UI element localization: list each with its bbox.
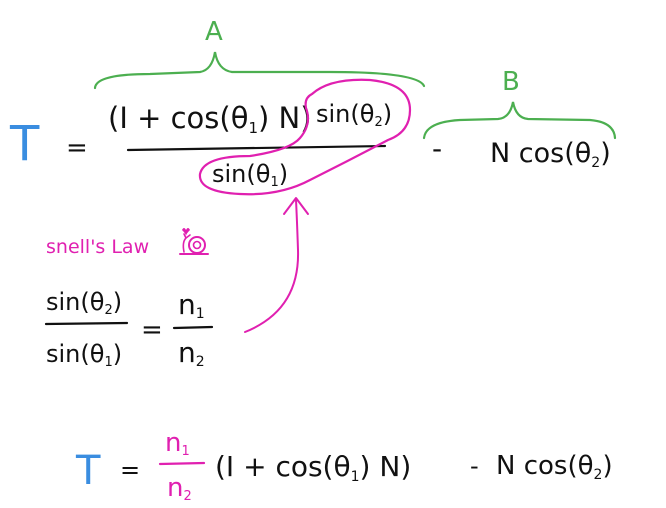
top-fraction-line — [126, 144, 387, 152]
numerator-sin-theta2: sin(θ2) — [316, 100, 392, 130]
top-equation: T = A (I + cos(θ1) N) sin(θ2) sin(θ1) - … — [9, 17, 617, 196]
snell-equals: = — [141, 315, 163, 345]
bottom-frac-denominator: n2 — [167, 473, 192, 504]
snell-law-label: snell's Law — [46, 236, 149, 258]
snail-icon — [179, 228, 209, 255]
brace-a-label: A — [205, 17, 223, 47]
snell-rhs-numerator: n1 — [178, 288, 205, 322]
bottom-n-cos-theta2: N cos(θ2) — [496, 451, 613, 483]
bottom-minus: - — [470, 452, 479, 480]
top-minus: - — [432, 132, 442, 165]
snell-law-block: snell's Law sin(θ2) sin(θ1) = n1 n2 — [44, 228, 214, 370]
term-b-n-cos-theta2: N cos(θ2) — [490, 138, 611, 171]
snell-lhs-numerator: sin(θ2) — [46, 288, 122, 318]
top-equals: = — [66, 133, 88, 163]
denominator-sin-theta1: sin(θ1) — [212, 160, 288, 190]
snell-lhs-fraction-line — [44, 321, 129, 326]
bottom-paren-term: (I + cos(θ1) N) — [215, 450, 411, 485]
brace-a — [93, 51, 426, 90]
bottom-fraction-line — [158, 461, 206, 466]
snell-rhs-denominator: n2 — [178, 336, 205, 370]
brace-b — [422, 101, 617, 140]
cancel-loop-highlight — [198, 78, 412, 196]
bottom-frac-numerator: n1 — [165, 428, 190, 459]
bottom-lhs-t: T — [75, 448, 101, 494]
top-lhs-t: T — [9, 116, 40, 172]
brace-b-label: B — [502, 67, 520, 97]
numerator-part-a: (I + cos(θ1) N) — [108, 101, 312, 137]
snell-lhs-denominator: sin(θ1) — [46, 340, 122, 370]
snell-rhs-fraction-line — [172, 325, 214, 330]
snell-arrow — [244, 197, 309, 333]
bottom-equals: = — [120, 456, 140, 484]
bottom-equation: T = n1 n2 (I + cos(θ1) N) - N cos(θ2) — [75, 428, 613, 504]
